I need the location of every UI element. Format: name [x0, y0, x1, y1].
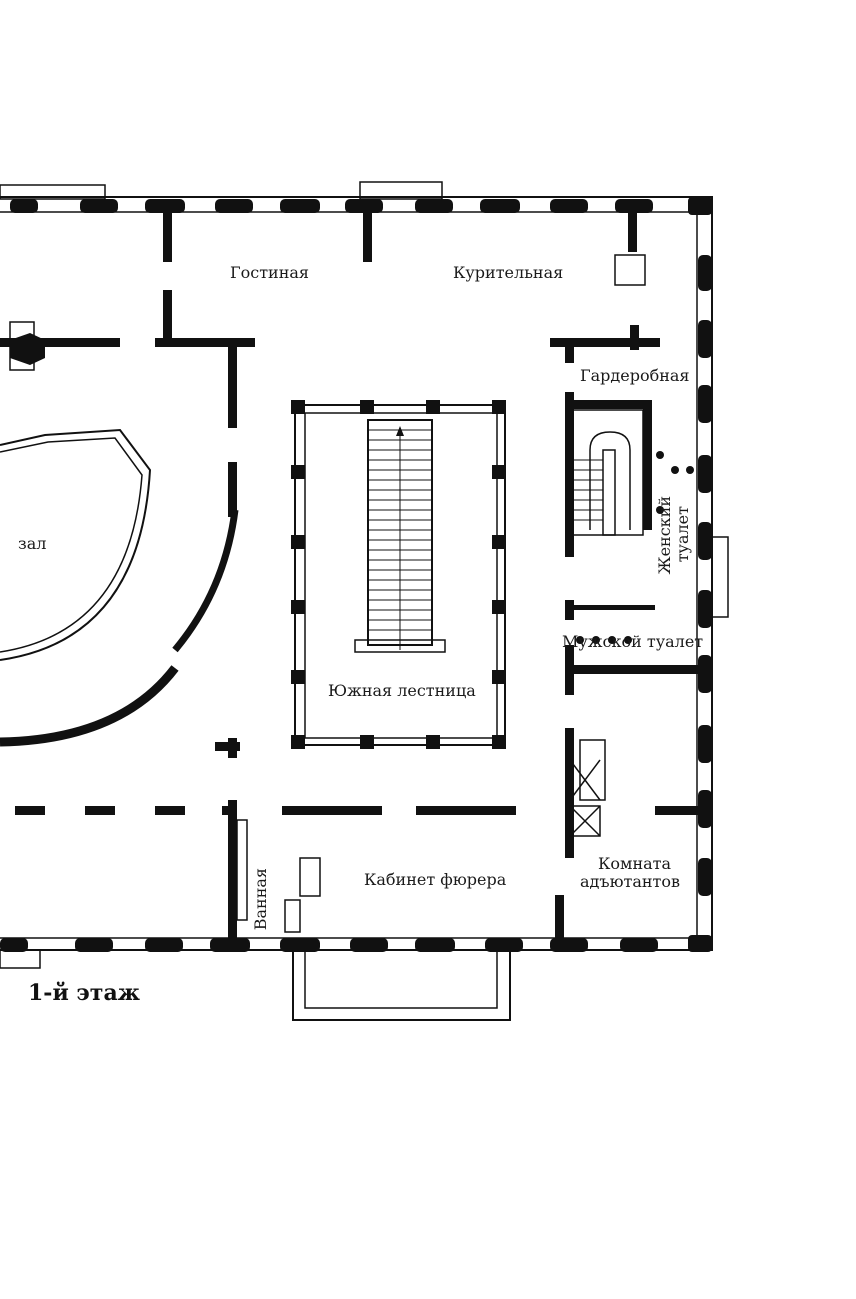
room-label-womens-toilet-2: туалет: [673, 506, 692, 563]
room-label-bathroom: Ванная: [251, 868, 270, 931]
room-label-hall: зал: [18, 534, 47, 553]
room-label-adjutants-1: Комната: [598, 854, 672, 873]
wall-pilasters: [0, 197, 712, 952]
interior-walls: [0, 212, 700, 940]
room-label-living: Гостиная: [230, 263, 309, 282]
floor-label: 1-й этаж: [28, 980, 140, 1006]
east-bay: [711, 536, 729, 618]
north-bay-center: [359, 181, 443, 200]
south-staircase-drawing: [291, 400, 506, 749]
north-bay-left: [0, 184, 106, 200]
service-staircase-drawing: [572, 409, 644, 536]
room-label-smoking: Курительная: [453, 263, 564, 282]
outer-wall-top: [0, 196, 713, 951]
room-label-adjutants-2: адъютантов: [580, 872, 681, 891]
toilet-fixtures: [576, 451, 694, 644]
room-label-mens-toilet: Мужской туалет: [562, 632, 704, 651]
room-label-south-staircase: Южная лестница: [328, 681, 476, 700]
hall-curves: [0, 321, 239, 747]
room-label-fuhrer-office: Кабинет фюрера: [364, 870, 507, 889]
south-terrace: [292, 950, 511, 1021]
room-label-cloakroom: Гардеробная: [580, 366, 690, 385]
fixtures: [236, 254, 646, 933]
room-label-womens-toilet-1: Женский: [655, 496, 674, 575]
